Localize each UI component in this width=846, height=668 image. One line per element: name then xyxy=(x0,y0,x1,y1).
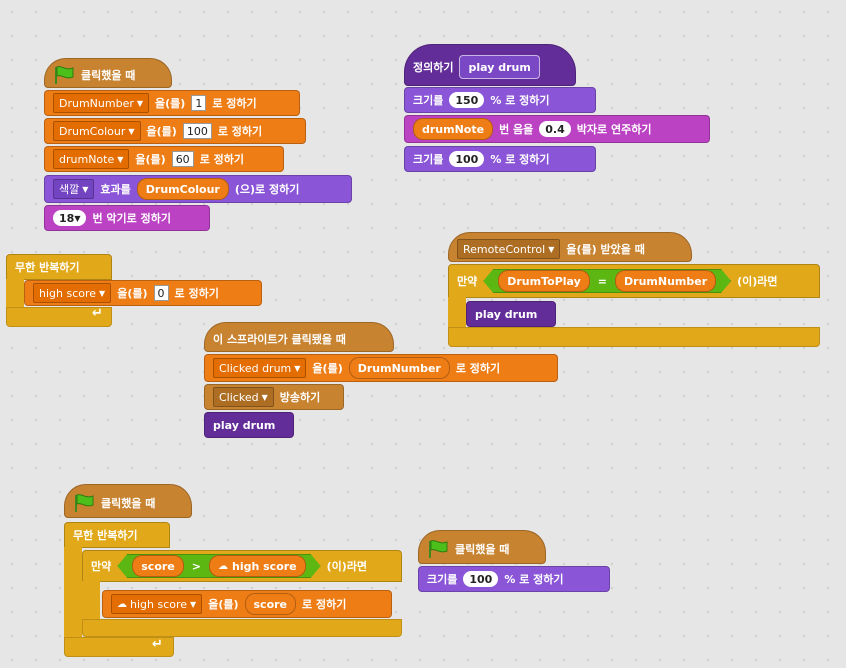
drumnumber-reporter[interactable]: DrumNumber xyxy=(348,357,450,379)
if-block-bottom xyxy=(448,327,820,347)
message-dropdown[interactable]: Clicked▼ xyxy=(213,387,274,407)
set-size-100-block[interactable]: 크기를 100 % 로 정하기 xyxy=(404,146,596,172)
value-input[interactable]: 1 xyxy=(191,95,207,111)
variable-dropdown[interactable]: ☁high score▼ xyxy=(111,594,203,614)
message-dropdown[interactable]: RemoteControl▼ xyxy=(457,239,561,259)
call-play-drum-1[interactable]: play drum xyxy=(466,301,556,327)
custom-block-name[interactable]: play drum xyxy=(459,55,540,79)
set-size-150-block[interactable]: 크기를 150 % 로 정하기 xyxy=(404,87,596,113)
drumtoplay-reporter[interactable]: DrumToPlay xyxy=(498,270,590,292)
if-block-bottom xyxy=(82,619,402,637)
dropdown-arrow-icon: ▼ xyxy=(190,599,197,609)
equals-operator[interactable]: DrumToPlay = DrumNumber xyxy=(483,269,731,293)
variable-dropdown[interactable]: high score▼ xyxy=(33,283,112,303)
if-block-arm xyxy=(82,581,100,621)
when-flag-clicked-hat-3[interactable]: 클릭했을 때 xyxy=(418,530,546,564)
set-drum-instrument-block[interactable]: 18▼ 번 악기로 정하기 xyxy=(44,205,210,231)
if-block-arm xyxy=(448,297,466,329)
play-note-block[interactable]: drumNote 번 음을 0.4 박자로 연주하기 xyxy=(404,115,710,143)
dropdown-arrow-icon: ▼ xyxy=(74,213,81,223)
define-play-drum-hat[interactable]: 정의하기 play drum xyxy=(404,44,576,86)
forever-loop-arm xyxy=(64,547,82,643)
set-size-100-block-2[interactable]: 크기를 100 % 로 정하기 xyxy=(418,566,610,592)
drumnote-reporter[interactable]: drumNote xyxy=(413,118,494,140)
forever-loop-2[interactable]: 무한 반복하기 xyxy=(64,522,170,548)
when-flag-clicked-hat-1[interactable]: 클릭했을 때 xyxy=(44,58,172,88)
variable-dropdown[interactable]: DrumNumber▼ xyxy=(53,93,150,113)
forever-loop-bottom xyxy=(6,307,112,327)
set-drumnote-block[interactable]: drumNote▼ 을(를) 60 로 정하기 xyxy=(44,146,284,172)
loop-arrow-icon: ↵ xyxy=(152,637,163,652)
cloud-icon: ☁ xyxy=(217,560,228,572)
drum-number-input[interactable]: 18▼ xyxy=(53,210,87,226)
high-score-reporter[interactable]: ☁high score xyxy=(209,555,306,577)
green-flag-icon xyxy=(55,66,74,84)
when-sprite-clicked-hat[interactable]: 이 스프라이트가 클릭됐을 때 xyxy=(204,322,394,352)
when-flag-clicked-hat-2[interactable]: 클릭했을 때 xyxy=(64,484,192,518)
value-input[interactable]: 60 xyxy=(171,151,194,167)
size-input[interactable]: 100 xyxy=(449,151,485,167)
dropdown-arrow-icon: ▼ xyxy=(99,288,106,298)
dropdown-arrow-icon: ▼ xyxy=(136,98,144,108)
dropdown-arrow-icon: ▼ xyxy=(294,363,301,373)
variable-dropdown[interactable]: DrumColour▼ xyxy=(53,121,141,141)
green-flag-icon xyxy=(429,540,448,558)
set-drumcolour-block[interactable]: DrumColour▼ 을(를) 100 로 정하기 xyxy=(44,118,306,144)
when-receive-hat[interactable]: RemoteControl▼ 을(를) 받았을 때 xyxy=(448,232,692,262)
variable-dropdown[interactable]: Clicked drum▼ xyxy=(213,358,307,378)
set-drumnumber-block[interactable]: DrumNumber▼ 을(를) 1 로 정하기 xyxy=(44,90,300,116)
cloud-icon: ☁ xyxy=(117,598,127,610)
dropdown-arrow-icon: ▼ xyxy=(117,154,124,164)
effect-dropdown[interactable]: 색깔▼ xyxy=(53,179,95,199)
forever-loop-bottom xyxy=(64,637,174,657)
size-input[interactable]: 100 xyxy=(463,571,499,587)
dropdown-arrow-icon: ▼ xyxy=(82,184,89,194)
value-input[interactable]: 0 xyxy=(153,285,169,301)
if-block-1[interactable]: 만약 DrumToPlay = DrumNumber (이)라면 xyxy=(448,264,820,298)
loop-arrow-icon: ↵ xyxy=(92,306,103,321)
dropdown-arrow-icon: ▼ xyxy=(548,244,555,254)
drumnumber-reporter[interactable]: DrumNumber xyxy=(615,270,716,292)
set-high-score-to-score-block[interactable]: ☁high score▼ 을(를) score 로 정하기 xyxy=(102,590,392,618)
call-play-drum-2[interactable]: play drum xyxy=(204,412,294,438)
greater-than-operator[interactable]: score > ☁high score xyxy=(117,554,320,578)
if-block-2[interactable]: 만약 score > ☁high score (이)라면 xyxy=(82,550,402,582)
set-effect-block[interactable]: 색깔▼ 효과를 DrumColour (으)로 정하기 xyxy=(44,175,352,203)
score-reporter[interactable]: score xyxy=(244,593,297,615)
variable-dropdown[interactable]: drumNote▼ xyxy=(53,149,130,169)
value-input[interactable]: 100 xyxy=(182,123,212,139)
hat-label: 클릭했을 때 xyxy=(81,69,136,82)
set-high-score-block[interactable]: high score▼ 을(를) 0 로 정하기 xyxy=(24,280,262,306)
dropdown-arrow-icon: ▼ xyxy=(128,126,135,136)
forever-loop-1[interactable]: 무한 반복하기 xyxy=(6,254,112,280)
forever-loop-arm xyxy=(6,279,24,309)
broadcast-clicked-block[interactable]: Clicked▼ 방송하기 xyxy=(204,384,344,410)
green-flag-icon xyxy=(75,494,94,512)
size-input[interactable]: 150 xyxy=(449,92,485,108)
score-reporter[interactable]: score xyxy=(132,555,184,577)
drumcolour-reporter[interactable]: DrumColour xyxy=(136,178,229,200)
dropdown-arrow-icon: ▼ xyxy=(261,392,268,402)
beats-input[interactable]: 0.4 xyxy=(539,121,571,137)
set-clicked-drum-block[interactable]: Clicked drum▼ 을(를) DrumNumber 로 정하기 xyxy=(204,354,558,382)
